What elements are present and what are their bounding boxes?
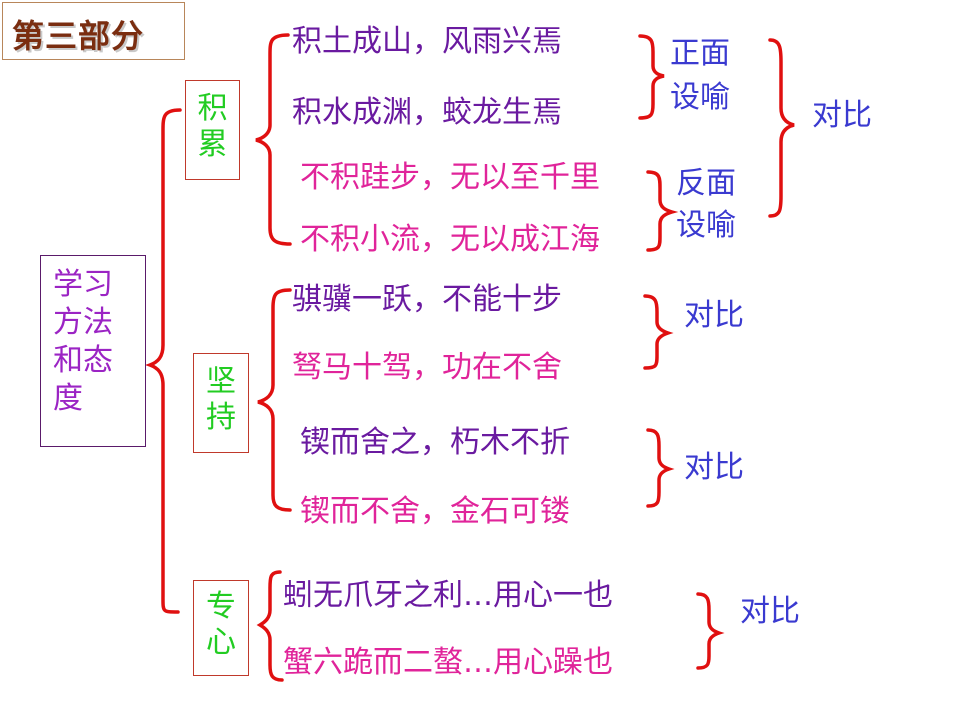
- accumulate-node: 积 累: [185, 80, 240, 180]
- negative-metaphor-line-1: 反面: [676, 166, 736, 201]
- persist-phrase-4: 锲而不舍，金石可镂: [300, 494, 570, 529]
- root-node: 学习 方法 和态 度: [40, 255, 146, 447]
- focus-brace: [256, 570, 284, 682]
- positive-brace: [638, 34, 665, 120]
- accumulate-phrase-1: 积土成山，风雨兴焉: [292, 24, 562, 59]
- positive-metaphor-line-1: 正面: [670, 36, 730, 71]
- focus-phrase-2: 蟹六跪而二螯…用心躁也: [283, 645, 613, 680]
- accumulate-phrase-2: 积水成渊，蛟龙生焉: [292, 95, 562, 130]
- root-line-1: 学习: [53, 267, 113, 302]
- section-title: 第三部分: [12, 17, 145, 55]
- accumulate-contrast-brace: [768, 38, 795, 218]
- focus-node: 专 心: [193, 580, 249, 676]
- root-line-4: 度: [53, 381, 83, 416]
- persist-contrast-label-2: 对比: [684, 450, 744, 485]
- focus-contrast-brace: [696, 592, 725, 670]
- persist-phrase-3: 锲而舍之，朽木不折: [300, 425, 570, 460]
- persist-label-2: 持: [206, 400, 236, 435]
- focus-label-2: 心: [206, 625, 236, 660]
- focus-phrase-1: 蚓无爪牙之利…用心一也: [283, 578, 613, 613]
- persist-contrast-brace-2: [646, 428, 675, 508]
- root-brace: [145, 108, 182, 614]
- persist-contrast-brace-1: [643, 294, 674, 370]
- accumulate-contrast-label: 对比: [812, 98, 872, 133]
- positive-metaphor-line-2: 设喻: [670, 80, 730, 115]
- accumulate-brace: [255, 33, 292, 246]
- section-title-badge: 第三部分: [2, 2, 185, 60]
- negative-brace: [646, 170, 679, 252]
- accumulate-label-1: 积: [197, 91, 228, 126]
- negative-metaphor-line-2: 设喻: [676, 208, 736, 243]
- root-line-3: 和态: [53, 343, 113, 378]
- root-line-2: 方法: [53, 305, 113, 340]
- persist-node: 坚 持: [193, 353, 249, 453]
- focus-contrast-label: 对比: [740, 594, 800, 629]
- persist-phrase-2: 驽马十驾，功在不舍: [292, 350, 562, 385]
- persist-brace: [257, 288, 292, 512]
- focus-label-1: 专: [206, 589, 236, 624]
- persist-phrase-1: 骐骥一跃，不能十步: [292, 282, 562, 317]
- persist-contrast-label-1: 对比: [684, 298, 744, 333]
- persist-label-1: 坚: [206, 364, 236, 399]
- accumulate-phrase-4: 不积小流，无以成江海: [300, 222, 600, 257]
- accumulate-label-2: 累: [197, 127, 228, 162]
- accumulate-phrase-3: 不积跬步，无以至千里: [300, 160, 600, 195]
